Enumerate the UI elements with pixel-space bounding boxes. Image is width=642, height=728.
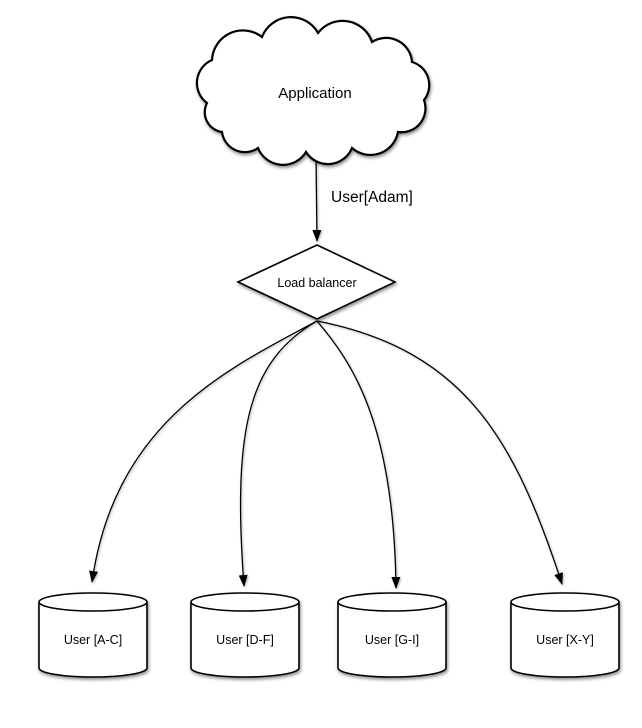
- application-cloud-node: Application: [195, 16, 431, 166]
- edge-lb-to-shard-x-y: [316, 320, 563, 585]
- cylinder-top: [38, 592, 148, 612]
- application-label: Application: [278, 85, 351, 102]
- shard-a-c-label: User [A-C]: [64, 633, 122, 647]
- load-balancer-node: Load balancer: [236, 244, 397, 320]
- edge-label-user-adam: User[Adam]: [331, 189, 413, 206]
- load-balancer-label: Load balancer: [277, 276, 356, 290]
- shard-x-y-node: User [X-Y]: [510, 592, 620, 678]
- cloud-shape: [195, 16, 431, 166]
- edge-lb-to-shard-d-f: [238, 320, 318, 587]
- cylinder-top: [510, 592, 620, 612]
- edge-lb-to-shard-a-c: [89, 320, 318, 583]
- cylinder-top: [337, 592, 447, 612]
- shard-a-c-node: User [A-C]: [38, 592, 148, 678]
- diamond-shape: [236, 244, 397, 320]
- shard-d-f-label: User [D-F]: [216, 633, 274, 647]
- edge-lb-to-shard-g-i: [316, 320, 401, 589]
- shard-g-i-label: User [G-I]: [365, 633, 419, 647]
- edge-group: [89, 153, 563, 589]
- cylinder-body: [190, 602, 300, 678]
- cylinder-top: [190, 592, 300, 612]
- shard-d-f-node: User [D-F]: [190, 592, 300, 678]
- shard-x-y-label: User [X-Y]: [536, 633, 594, 647]
- shard-g-i-node: User [G-I]: [337, 592, 447, 678]
- cylinder-body: [510, 602, 620, 678]
- edge-app-to-lb: [312, 153, 322, 242]
- cylinder-body: [337, 602, 447, 678]
- cylinder-body: [38, 602, 148, 678]
